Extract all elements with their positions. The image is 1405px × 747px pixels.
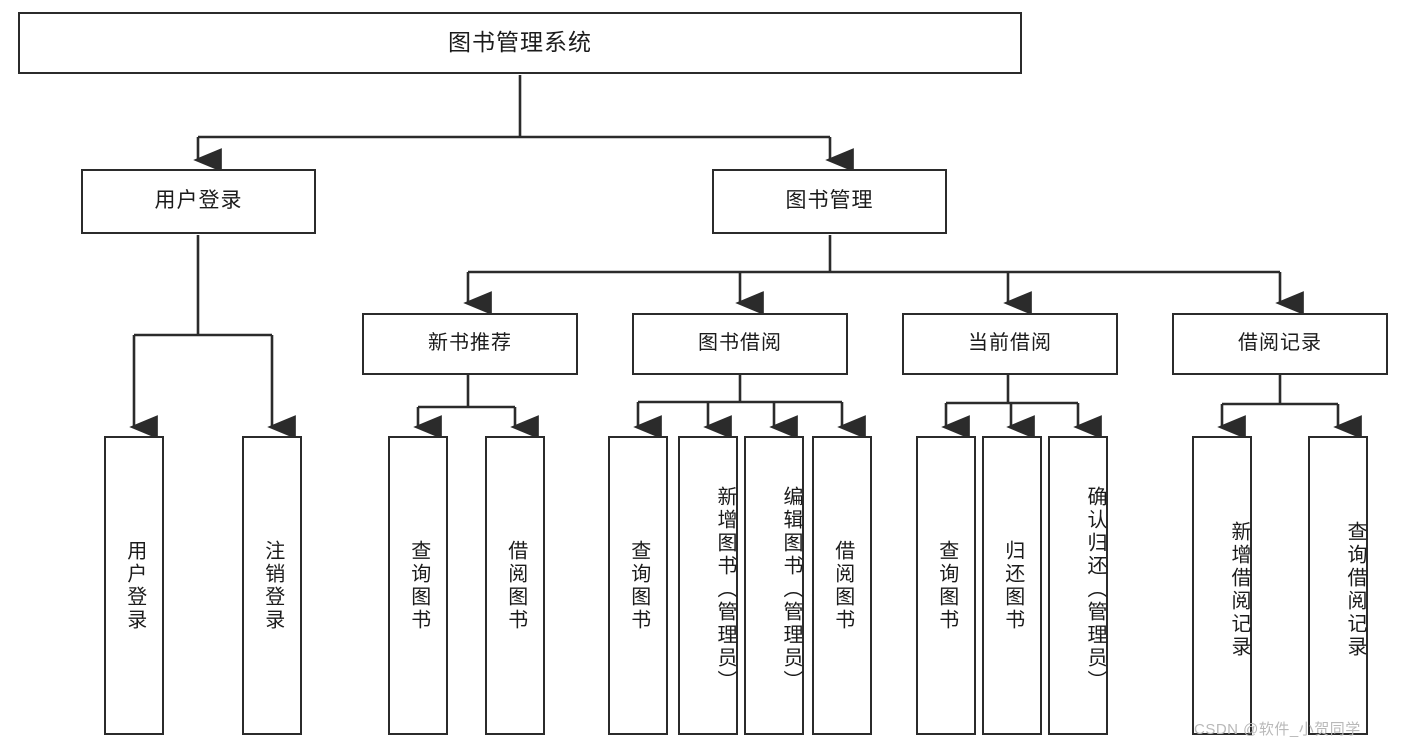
leaf-newbook-borrow-book[interactable]: 借阅图书 (485, 436, 545, 735)
leaf-borrowrecord-query-record[interactable]: 查询借阅记录 (1308, 436, 1368, 735)
leaf-borrowrecord-add-record[interactable]: 新增借阅记录 (1192, 436, 1252, 735)
node-book-management[interactable]: 图书管理 (712, 169, 947, 234)
node-book-borrow[interactable]: 图书借阅 (632, 313, 848, 375)
watermark-credit: CSDN @软件_小贺同学 (1194, 721, 1361, 738)
leaf-user-logout[interactable]: 注销登录 (242, 436, 302, 735)
node-user-login[interactable]: 用户登录 (81, 169, 316, 234)
leaf-bookborrow-edit-book-admin[interactable]: 编辑图书（管理员） (744, 436, 804, 735)
node-root-book-management-system[interactable]: 图书管理系统 (18, 12, 1022, 74)
leaf-currentborrow-query-book[interactable]: 查询图书 (916, 436, 976, 735)
leaf-user-login-query[interactable]: 用户登录 (104, 436, 164, 735)
node-new-book-recommend[interactable]: 新书推荐 (362, 313, 578, 375)
leaf-currentborrow-confirm-return-admin[interactable]: 确认归还（管理员） (1048, 436, 1108, 735)
leaf-bookborrow-query-book[interactable]: 查询图书 (608, 436, 668, 735)
leaf-bookborrow-borrow-book[interactable]: 借阅图书 (812, 436, 872, 735)
leaf-currentborrow-return-book[interactable]: 归还图书 (982, 436, 1042, 735)
leaf-bookborrow-add-book-admin[interactable]: 新增图书（管理员） (678, 436, 738, 735)
node-current-borrow[interactable]: 当前借阅 (902, 313, 1118, 375)
leaf-newbook-query-book[interactable]: 查询图书 (388, 436, 448, 735)
node-borrow-record[interactable]: 借阅记录 (1172, 313, 1388, 375)
